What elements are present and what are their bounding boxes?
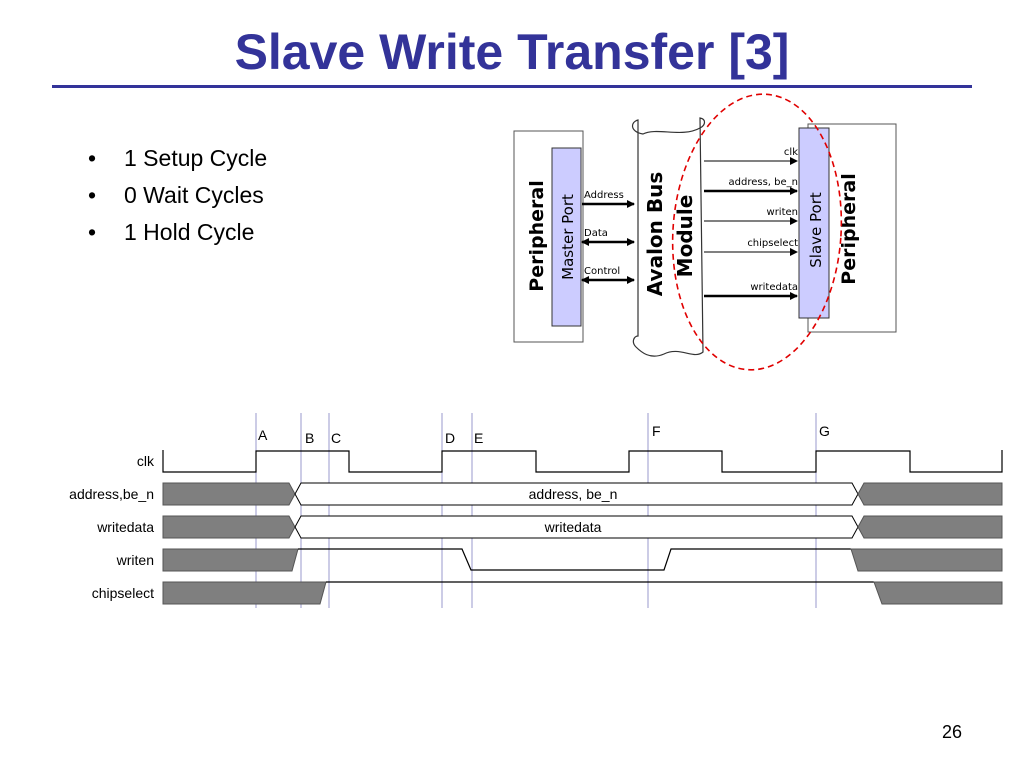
marker-lines bbox=[255, 413, 817, 608]
slave-signal-chipselect: chipselect bbox=[747, 238, 798, 249]
marker-d: D bbox=[445, 430, 455, 446]
signal-label-clk: clk bbox=[137, 453, 155, 469]
bullet-text: 1 Hold Cycle bbox=[124, 219, 255, 245]
slave-signal-address: address, be_n bbox=[729, 177, 798, 188]
chipselect-invalid-right bbox=[873, 581, 1003, 605]
slide-title: Slave Write Transfer [3] bbox=[234, 24, 790, 80]
slave-port-box bbox=[798, 127, 830, 319]
address-invalid-right bbox=[857, 482, 1003, 506]
writen-waveform bbox=[298, 548, 851, 571]
master-signal-control: Control bbox=[584, 266, 620, 277]
master-signal-data: Data bbox=[584, 228, 608, 239]
writen-invalid-right bbox=[850, 548, 1003, 572]
marker-b: B bbox=[305, 430, 314, 446]
bullet-text: 1 Setup Cycle bbox=[124, 145, 268, 171]
writedata-bus-label: writedata bbox=[544, 519, 602, 535]
bullet-icon: • bbox=[88, 145, 97, 171]
bullet-text: 0 Wait Cycles bbox=[124, 182, 264, 208]
avalon-module-label: Module bbox=[673, 195, 697, 278]
slave-signal-clk: clk bbox=[784, 147, 798, 158]
marker-g: G bbox=[819, 423, 830, 439]
avalon-bus-label: Avalon Bus bbox=[643, 172, 667, 296]
bullet-item: • 0 Wait Cycles bbox=[88, 179, 267, 216]
marker-e: E bbox=[474, 430, 483, 446]
marker-a: A bbox=[258, 427, 268, 443]
signal-label-chipselect: chipselect bbox=[92, 585, 154, 601]
bullet-icon: • bbox=[88, 182, 97, 208]
master-port-box bbox=[551, 147, 582, 327]
left-peripheral-label: Peripheral bbox=[526, 180, 548, 291]
bullet-item: • 1 Hold Cycle bbox=[88, 216, 267, 253]
master-port-label: Master Port bbox=[559, 194, 577, 280]
marker-f: F bbox=[652, 423, 661, 439]
writedata-invalid-right bbox=[857, 515, 1003, 539]
page-number: 26 bbox=[941, 722, 962, 742]
writedata-invalid-left bbox=[162, 515, 296, 539]
bullet-list: • 1 Setup Cycle • 0 Wait Cycles • 1 Hold Cy… bbox=[88, 142, 267, 253]
title-underline bbox=[52, 85, 972, 88]
address-invalid-left bbox=[162, 482, 296, 506]
slave-signal-writen: writen bbox=[767, 207, 798, 218]
clk-waveform bbox=[162, 450, 1003, 473]
master-signal-address: Address bbox=[584, 190, 624, 201]
address-bus-label: address, be_n bbox=[529, 486, 618, 502]
avalon-bus-shape bbox=[632, 117, 706, 357]
signal-label-writedata: writedata bbox=[96, 519, 154, 535]
marker-c: C bbox=[331, 430, 341, 446]
slave-port-label: Slave Port bbox=[807, 192, 825, 268]
right-peripheral-label: Peripheral bbox=[838, 173, 860, 284]
signal-label-address: address,be_n bbox=[69, 486, 154, 502]
bullet-item: • 1 Setup Cycle bbox=[88, 142, 267, 179]
highlight-ellipse bbox=[671, 93, 843, 371]
signal-label-writen: writen bbox=[116, 552, 154, 568]
bullet-icon: • bbox=[88, 219, 97, 245]
chipselect-invalid-left bbox=[162, 581, 327, 605]
writen-invalid-left bbox=[162, 548, 299, 572]
slave-signal-writedata: writedata bbox=[750, 282, 798, 293]
